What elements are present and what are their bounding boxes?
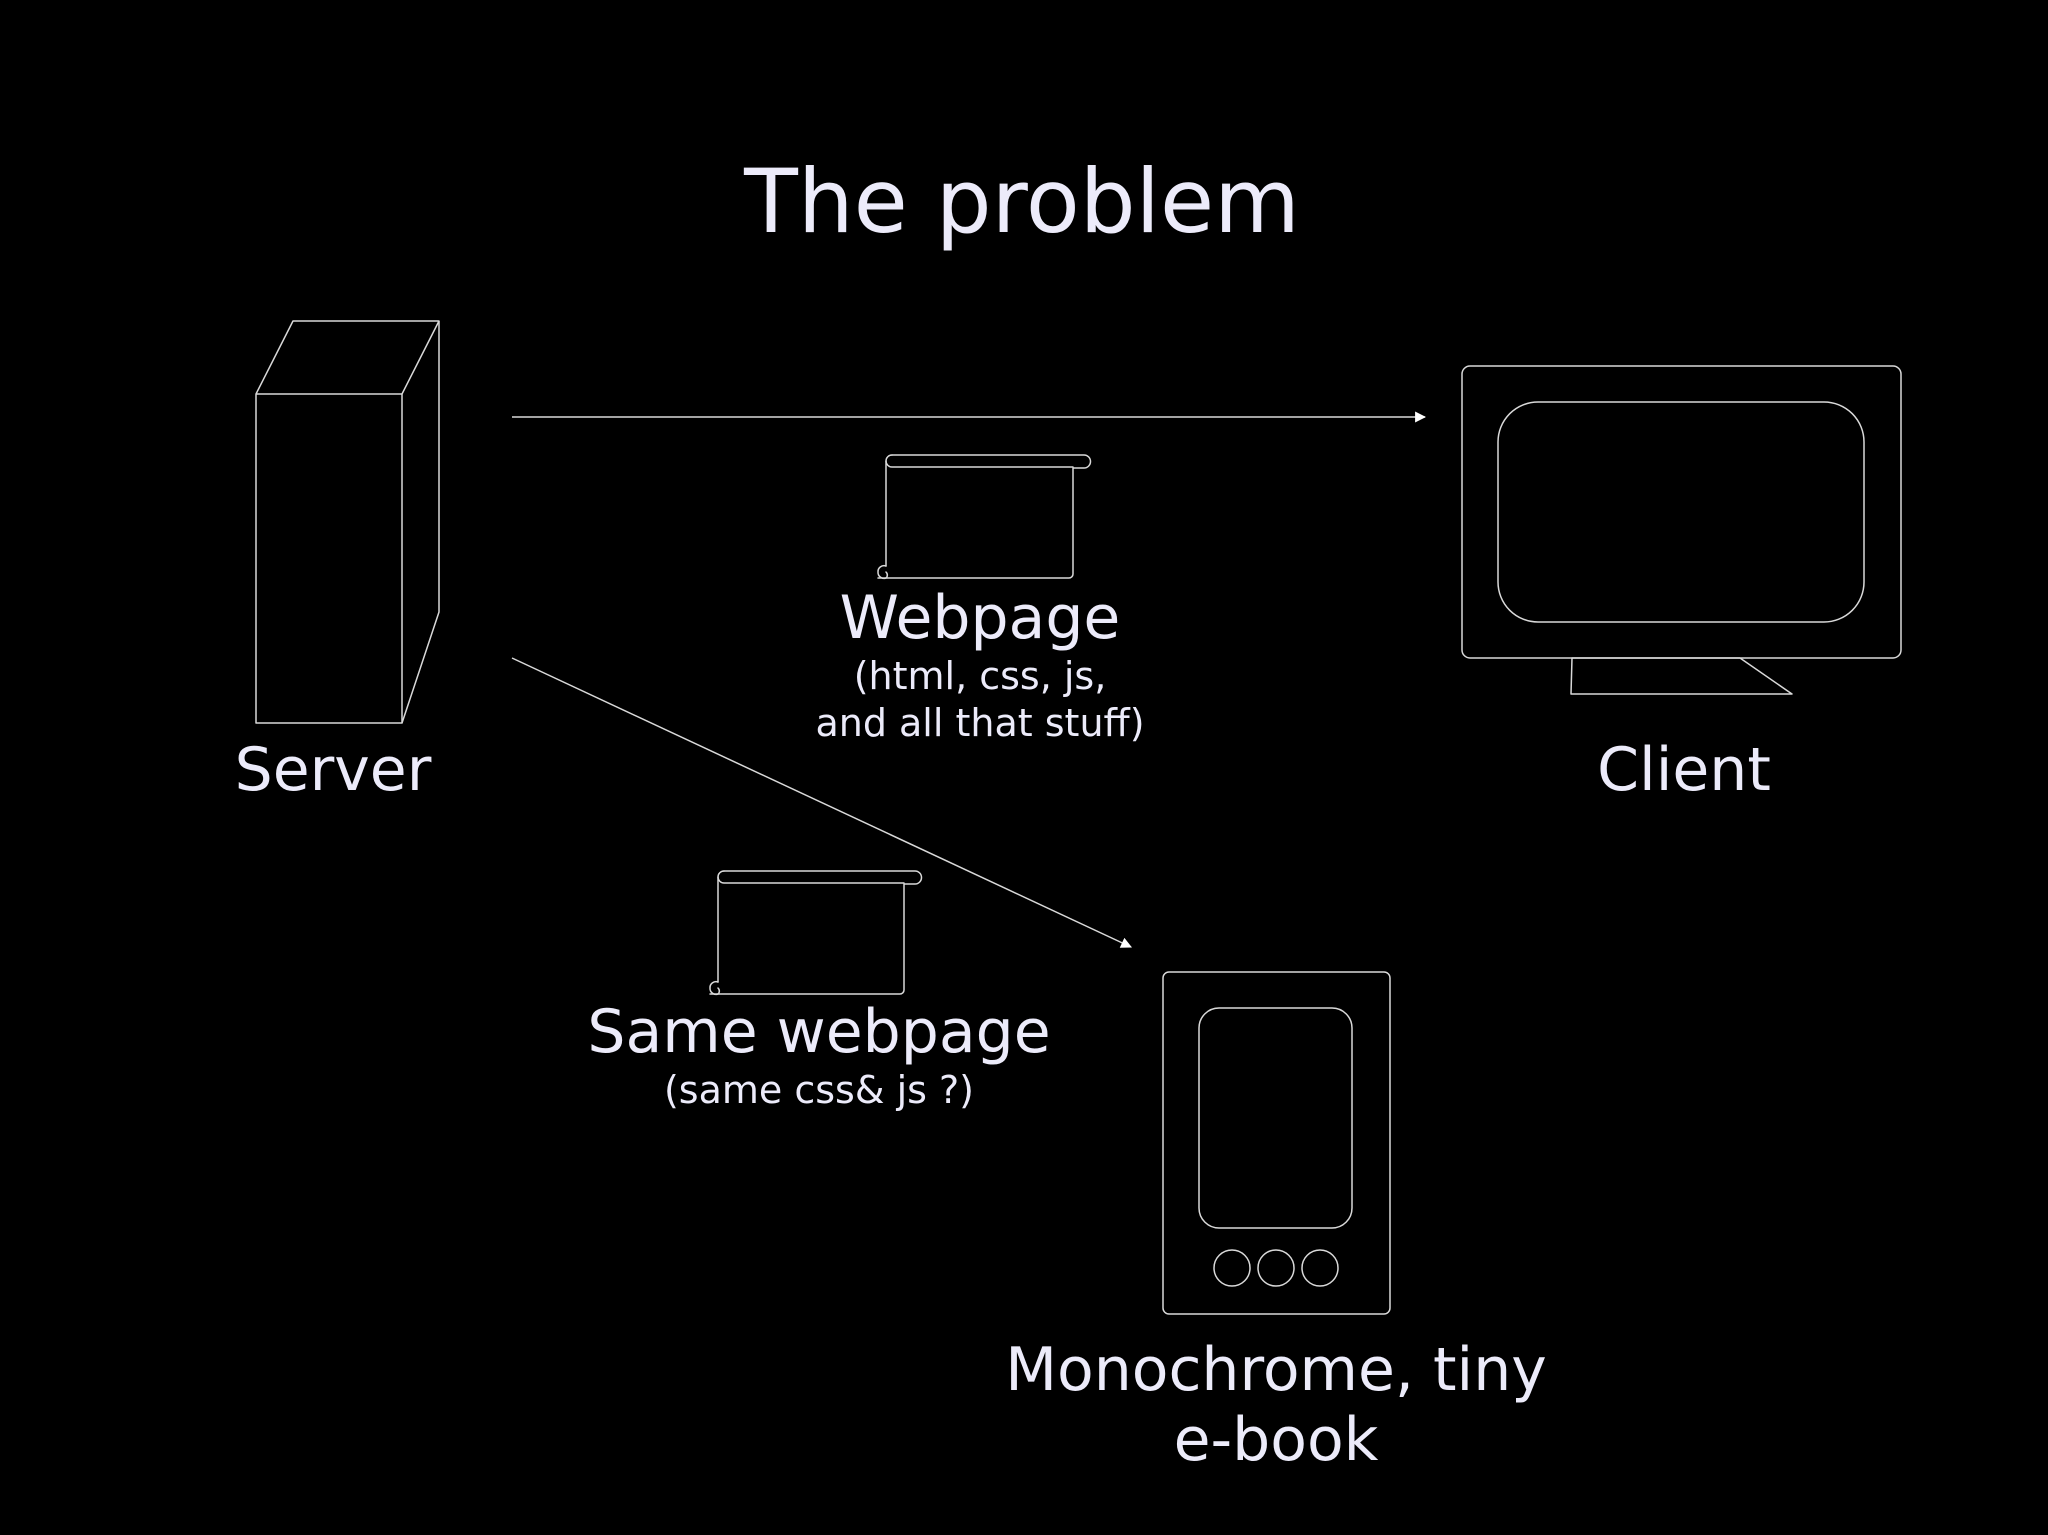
webpage-sub-line2: and all that stuff): [815, 701, 1144, 745]
arrow-server-to-ebook: [511, 657, 1132, 948]
ebook-reader-icon: [1162, 971, 1391, 1315]
client-label: Client: [1597, 735, 1771, 805]
server-label: Server: [235, 735, 432, 805]
scroll-document-icon: [709, 870, 923, 996]
same-webpage-sub-line1: (same css& js ?): [664, 1068, 974, 1112]
ebook-label-line2: e-book: [1174, 1405, 1379, 1475]
webpage-sub-line1: (html, css, js,: [854, 654, 1107, 698]
server-tower-icon: [255, 320, 440, 724]
webpage-label: Webpage: [840, 583, 1121, 653]
same-webpage-label: Same webpage: [587, 997, 1050, 1067]
slide-title: The problem: [743, 150, 1300, 253]
scroll-document-icon: [877, 454, 1092, 580]
ebook-label-line1: Monochrome, tiny: [1005, 1335, 1547, 1405]
monitor-icon: [1461, 365, 1902, 695]
